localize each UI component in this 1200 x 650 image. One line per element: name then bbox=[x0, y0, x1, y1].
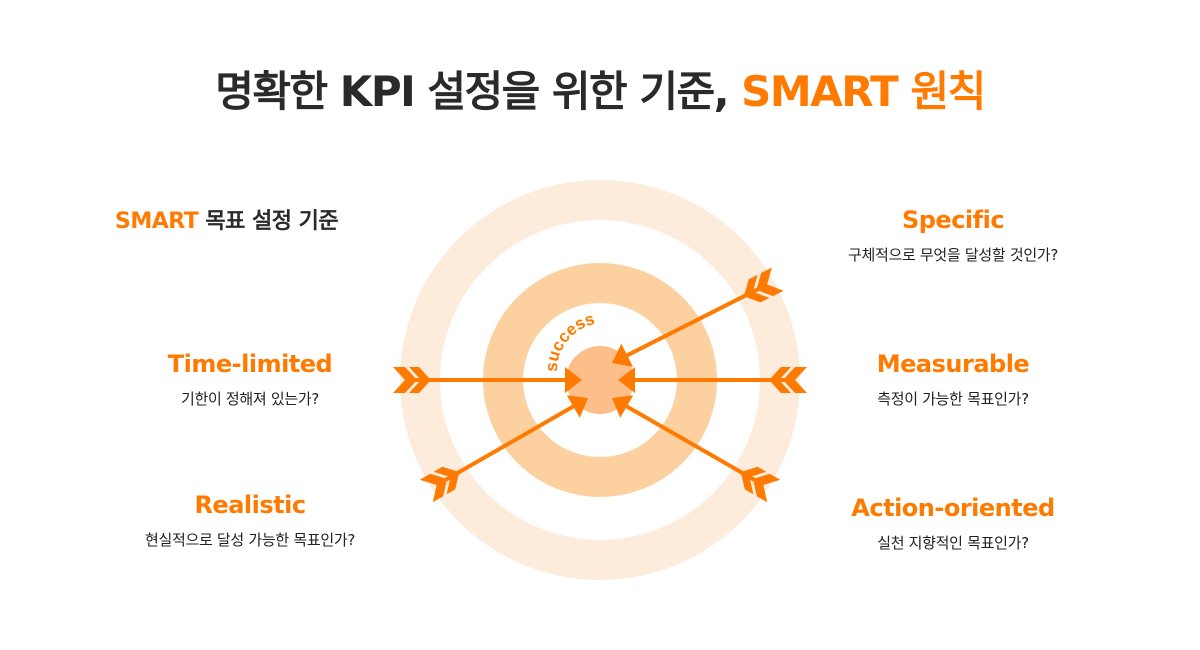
arrow-head-icon bbox=[611, 343, 634, 367]
arrow-fletching-icon bbox=[393, 367, 417, 393]
criterion-title: Time-limited bbox=[167, 350, 333, 378]
arrow-head-icon bbox=[565, 367, 582, 393]
arrow-fletching-icon bbox=[740, 466, 767, 495]
criterion-title: Realistic bbox=[194, 491, 306, 519]
title-accent: SMART 원칙 bbox=[741, 67, 986, 116]
arrow bbox=[618, 367, 807, 393]
arrow-fletching-icon bbox=[743, 274, 770, 303]
arrow bbox=[611, 395, 781, 503]
arrow-fletching-icon bbox=[769, 367, 791, 393]
arrow-shaft bbox=[623, 287, 760, 359]
criterion-specific: Specific 구체적으로 무엇을 달성할 것인가? bbox=[803, 206, 1103, 265]
arrow-head-icon bbox=[566, 395, 588, 418]
arrows bbox=[393, 267, 807, 503]
heading-accent: SMART bbox=[115, 209, 199, 234]
criterion-realistic: Realistic 현실적으로 달성 가능한 목표인가? bbox=[100, 491, 400, 550]
arrow bbox=[393, 367, 582, 393]
criterion-desc: 실천 지향적인 목표인가? bbox=[877, 534, 1029, 552]
arrow-head-icon bbox=[611, 395, 634, 418]
arrow-fletching-icon bbox=[409, 367, 431, 393]
criterion-title: Action-oriented bbox=[851, 494, 1055, 522]
criterion-title: Measurable bbox=[876, 350, 1030, 378]
arrow-head-icon bbox=[618, 367, 635, 393]
criterion-title: Specific bbox=[901, 206, 1005, 234]
heading-rest: 목표 설정 기준 bbox=[198, 209, 339, 234]
arrow-fletching-icon bbox=[752, 473, 781, 503]
arrow-shaft bbox=[444, 403, 577, 482]
criterion-desc: 구체적으로 무엇을 달성할 것인가? bbox=[847, 246, 1059, 264]
criterion-desc: 측정이 가능한 목표인가? bbox=[877, 390, 1029, 408]
criterion-measurable: Measurable 측정이 가능한 목표인가? bbox=[803, 350, 1103, 409]
criterion-time-limited: Time-limited 기한이 정해져 있는가? bbox=[100, 350, 400, 409]
arrow-fletching-icon bbox=[783, 367, 807, 393]
criterion-action-oriented: Action-oriented 실천 지향적인 목표인가? bbox=[803, 494, 1103, 553]
section-heading: SMART 목표 설정 기준 bbox=[115, 203, 339, 235]
criterion-desc: 기한이 정해져 있는가? bbox=[180, 390, 320, 408]
title-main: 명확한 KPI 설정을 위한 기준, bbox=[215, 67, 742, 116]
page-title: 명확한 KPI 설정을 위한 기준, SMART 원칙 bbox=[0, 58, 1200, 119]
arrow-fletching-icon bbox=[756, 267, 784, 297]
arrow-fletching-icon bbox=[433, 466, 460, 495]
arrow bbox=[611, 267, 784, 367]
arrow bbox=[419, 395, 588, 503]
criterion-desc: 현실적으로 달성 가능한 목표인가? bbox=[144, 531, 356, 549]
arrow-fletching-icon bbox=[419, 473, 448, 503]
arrow-shaft bbox=[623, 403, 756, 482]
